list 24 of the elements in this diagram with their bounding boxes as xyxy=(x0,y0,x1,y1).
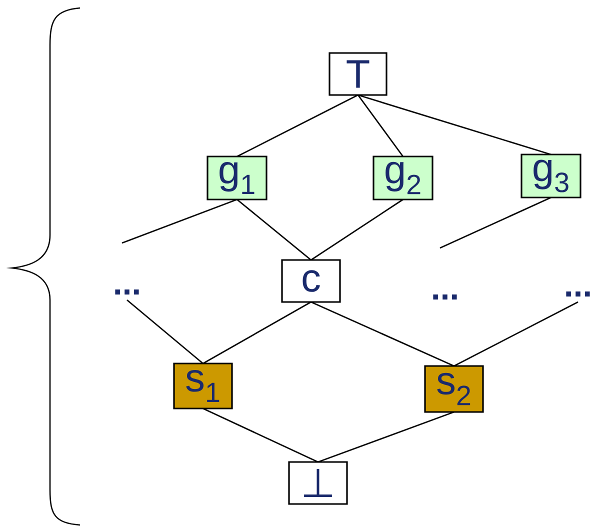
ellipsis-text: ... xyxy=(566,291,590,297)
connector-line xyxy=(318,411,454,463)
lattice-box: c xyxy=(281,259,341,303)
connector-line xyxy=(202,301,312,364)
lattice-box: g$_{2}$ xyxy=(372,156,434,200)
connector-line xyxy=(236,198,312,261)
connector-line xyxy=(310,198,404,261)
lattice-box: s$_{2}$ xyxy=(424,365,484,413)
connector-line xyxy=(126,299,204,364)
lattice-box: T xyxy=(328,52,388,96)
connector-line xyxy=(454,301,578,367)
lattice-box: g$_{1}$ xyxy=(206,156,268,200)
connector-line xyxy=(440,196,552,249)
connector-line xyxy=(236,94,358,158)
connector-line xyxy=(357,94,404,157)
connector-line xyxy=(202,408,318,463)
ellipsis-text: ... xyxy=(115,289,139,295)
lattice-box: ⊥ xyxy=(288,461,348,505)
connector-line xyxy=(122,198,238,244)
ellipsis-text: ... xyxy=(433,294,457,300)
lattice-box: s$_{1}$ xyxy=(173,362,233,410)
connector-line xyxy=(358,94,552,156)
connector-line xyxy=(310,301,454,367)
lattice-box: g$_{3}$ xyxy=(520,154,582,198)
